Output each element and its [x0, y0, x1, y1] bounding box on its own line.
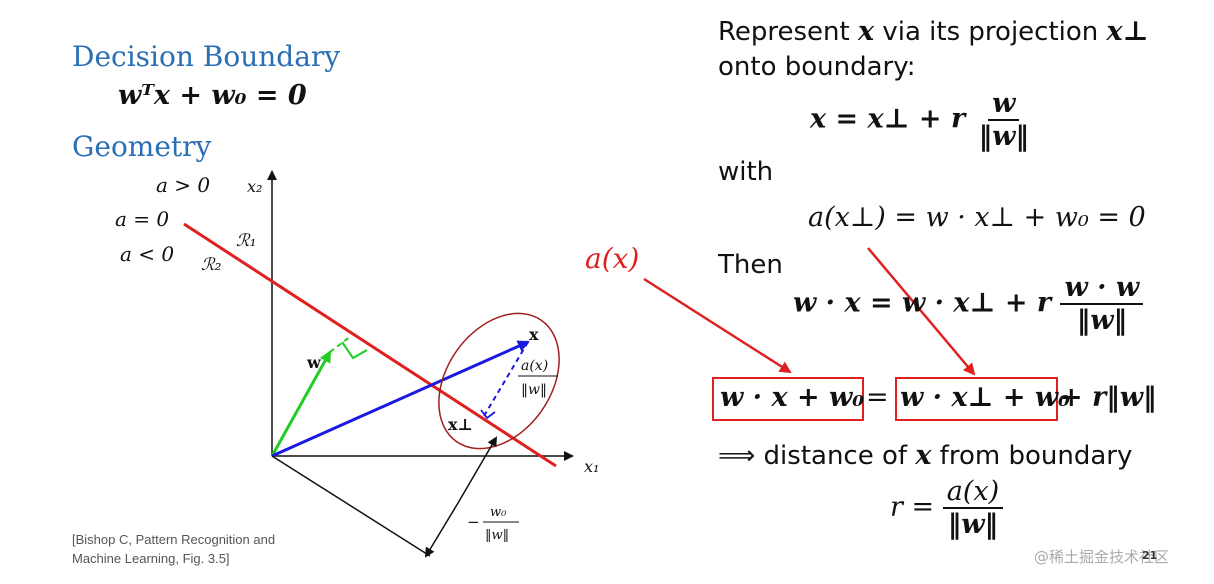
w0-minus-sign: −	[467, 513, 480, 531]
eq3-num: w · w	[1060, 272, 1144, 306]
eq4-box2-text: w · x⊥ + w₀	[900, 382, 1070, 413]
w-vector	[270, 350, 332, 457]
highlight-ellipse	[438, 312, 560, 450]
conclusion-x: x	[915, 440, 932, 471]
x-perp-label: x⊥	[448, 415, 473, 434]
w0-frac-denominator: ‖w‖	[485, 528, 509, 543]
x1-axis-label: x₁	[584, 457, 599, 476]
citation-line-2: Machine Learning, Fig. 3.5]	[72, 551, 230, 566]
equation-dot-product: w · x = w · x⊥ + r w · w‖w‖	[793, 272, 1144, 337]
ax-red-label: a(x)	[585, 242, 640, 275]
equation-distance: r = a(x)‖w‖	[890, 476, 1004, 541]
distance-frac-numerator: a(x)	[521, 358, 548, 374]
eq5-lhs: r =	[890, 491, 935, 523]
eq3-den: ‖w‖	[1076, 305, 1127, 337]
x2-axis-label: x₂	[247, 177, 262, 196]
text-with: with	[718, 157, 774, 187]
w0-frac-numerator: w₀	[490, 505, 507, 520]
eq1-lhs: x = x⊥ + r	[810, 103, 966, 135]
ax-to-box1-arrow	[643, 277, 792, 374]
region-r2-label: ℛ₂	[201, 255, 222, 275]
origin-offset-line	[271, 455, 431, 557]
right-angle-marker-green	[341, 341, 368, 360]
eq5-den: ‖w‖	[947, 509, 999, 541]
x-point-label: x	[529, 325, 539, 344]
page-number: 21	[1142, 549, 1158, 562]
conclusion-pre: distance of	[755, 441, 916, 471]
region-r1-label: ℛ₁	[236, 231, 256, 251]
implies-symbol: ⟹	[718, 441, 756, 471]
text-then: Then	[718, 250, 783, 280]
equation-projection: x = x⊥ + r w‖w‖	[810, 88, 1033, 152]
decision-boundary-line	[183, 222, 557, 468]
eq5-num: a(x)	[942, 476, 1004, 510]
eq1-fraction: w‖w‖	[975, 88, 1033, 152]
watermark: @稀土掘金技术社区	[1034, 548, 1170, 566]
label-a-negative: a < 0	[120, 242, 175, 266]
intro-x: x	[858, 16, 875, 47]
eq5-fraction: a(x)‖w‖	[942, 476, 1004, 541]
intro-mid: via its projection	[874, 17, 1107, 47]
geometry-diagram: x₂ x₁ ℛ₁ ℛ₂ w x x⊥ a(x) ‖w‖ − w₀ ‖w‖	[183, 170, 599, 558]
conclusion-line: ⟹ distance of x from boundary	[718, 440, 1132, 471]
citation-line-1: [Bishop C, Pattern Recognition and	[72, 532, 276, 547]
highlight-box-right	[895, 377, 1058, 421]
eq1-den: ‖w‖	[978, 121, 1029, 153]
conclusion-post: from boundary	[931, 441, 1133, 471]
right-angle-marker-blue	[480, 409, 496, 420]
intro-text: Represent	[718, 17, 858, 47]
eq4-tail: + r‖w‖	[1060, 382, 1157, 413]
w-vector-extension	[329, 335, 352, 353]
heading-decision-boundary: Decision Boundary	[72, 40, 341, 73]
citation: [Bishop C, Pattern Recognition and Machi…	[72, 530, 275, 568]
distance-frac-denominator: ‖w‖	[521, 382, 547, 398]
eq3-lhs: w · x = w · x⊥ + r	[793, 287, 1052, 319]
w0-distance-arrow-down	[424, 502, 459, 558]
highlight-box-left	[712, 377, 864, 421]
intro-xperp: x⊥	[1106, 16, 1149, 47]
label-a-positive: a > 0	[156, 173, 211, 197]
label-a-zero: a = 0	[115, 207, 170, 231]
eq4-equals: =	[866, 382, 889, 413]
eq4-box1-text: w · x + w₀	[720, 382, 865, 413]
w-vector-label: w	[306, 353, 322, 372]
w0-distance-arrow-up	[457, 436, 498, 504]
boundary-equation: wᵀx + w₀ = 0	[118, 80, 307, 111]
heading-geometry: Geometry	[72, 130, 212, 163]
eq1-num: w	[988, 88, 1020, 122]
intro-line-2: onto boundary:	[718, 52, 916, 82]
equation-boundary-projection: a(x⊥) = w · x⊥ + w₀ = 0	[808, 202, 1146, 233]
eq3-fraction: w · w‖w‖	[1060, 272, 1144, 337]
intro-line-1: Represent x via its projection x⊥	[718, 16, 1149, 47]
x-vector	[271, 340, 530, 458]
